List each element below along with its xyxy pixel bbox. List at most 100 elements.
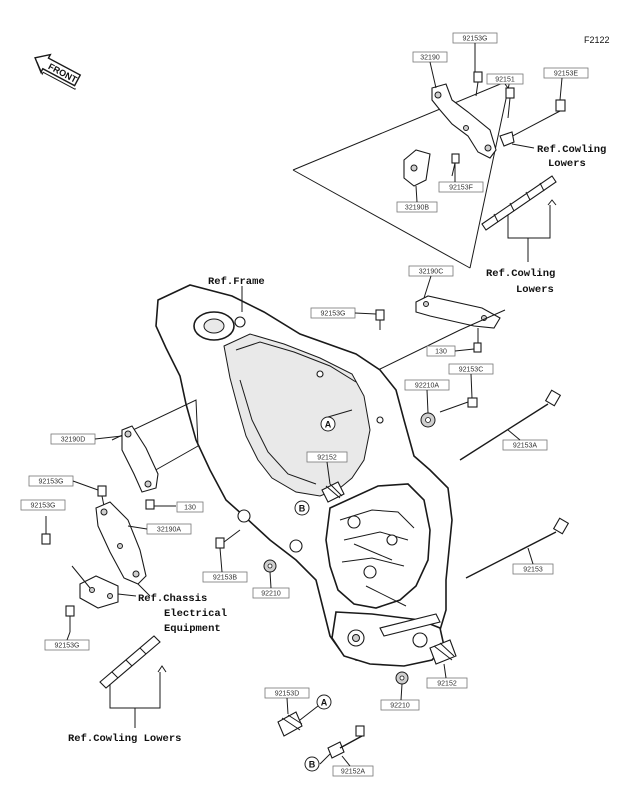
bracket-32190a: [95, 501, 147, 585]
ref-cowling-lowers-2-line1: Ref.Cowling: [486, 268, 555, 280]
svg-text:92210A: 92210A: [415, 383, 439, 390]
svg-text:92153C: 92153C: [459, 367, 484, 374]
svg-text:32190: 32190: [420, 55, 440, 62]
callout-a-1: A: [320, 416, 336, 432]
pn-92153b: 92153B: [202, 547, 248, 583]
main-frame: [155, 284, 453, 667]
pn-92153g-left2: 92153G: [20, 499, 66, 511]
bushing-92153d: [277, 711, 303, 737]
callout-a-2: A: [316, 694, 332, 710]
bolt-92153c: [439, 397, 478, 413]
callout-b-1: B: [294, 500, 310, 516]
pn-32190: 32190: [412, 51, 448, 89]
ref-chassis-line3: Equipment: [164, 623, 221, 635]
pn-92153g-mid: 92153G: [310, 307, 377, 319]
svg-text:32190B: 32190B: [405, 205, 429, 212]
bolt-92153g-left2: [41, 516, 51, 545]
ref-cowling-lowers-1-line2: Lowers: [548, 158, 586, 170]
washer-92210-b: [395, 671, 409, 685]
pn-130-left: 130: [176, 501, 204, 513]
svg-text:92153G: 92153G: [55, 643, 80, 650]
svg-text:92153E: 92153E: [554, 71, 578, 78]
bracket-32190: [431, 83, 497, 159]
bushing-92152-a: [321, 481, 345, 503]
pn-92152-b: 92152: [426, 663, 468, 689]
svg-text:A: A: [321, 698, 328, 708]
bracket-32190d: [121, 425, 159, 493]
svg-text:32190C: 32190C: [419, 269, 444, 276]
svg-text:92210: 92210: [261, 591, 281, 598]
rod-cowling-lowers: [481, 175, 557, 231]
pn-92153f: 92153F: [438, 163, 484, 193]
pn-92152-a: 92152: [306, 451, 348, 485]
diagram-code: F2122: [584, 35, 610, 45]
ref-frame: Ref.Frame: [208, 276, 265, 288]
svg-text:92152: 92152: [437, 681, 457, 688]
bolt-130-right: [473, 328, 482, 353]
pn-92153e: 92153E: [543, 67, 589, 101]
washer-92210-a: [263, 559, 277, 573]
pn-32190a: 32190A: [127, 523, 192, 535]
ref-chassis-line1: Ref.Chassis: [138, 593, 207, 605]
pn-92153: 92153: [512, 547, 554, 575]
svg-text:32190A: 32190A: [157, 527, 181, 534]
svg-text:92153F: 92153F: [449, 185, 473, 192]
pn-92153g-top: 92153G: [452, 32, 498, 72]
pn-92153g-left: 92153G: [28, 475, 99, 491]
bolt-92153b: [215, 529, 241, 549]
pn-92153g-bottom: 92153G: [44, 631, 90, 651]
ref-cowling-lowers-3: Ref.Cowling Lowers: [68, 733, 181, 745]
svg-text:32190D: 32190D: [61, 437, 86, 444]
pn-32190b: 32190B: [396, 185, 438, 213]
ref-cowling-lowers-2-line2: Lowers: [516, 284, 554, 296]
pn-92153c: 92153C: [448, 363, 494, 399]
svg-text:92153G: 92153G: [39, 479, 64, 486]
svg-text:130: 130: [184, 505, 196, 512]
svg-text:B: B: [309, 760, 316, 770]
svg-text:92153G: 92153G: [321, 311, 346, 318]
pn-92210-b: 92210: [380, 683, 420, 711]
bolt-92153g-left: [97, 485, 107, 507]
bolt-92153g-top: [473, 71, 483, 97]
svg-text:92153B: 92153B: [213, 575, 237, 582]
bolt-130-left: [145, 499, 176, 510]
svg-text:92152: 92152: [317, 455, 337, 462]
svg-text:92153A: 92153A: [513, 443, 537, 450]
nut-92210a: [420, 412, 436, 428]
pn-92210a: 92210A: [404, 379, 450, 414]
pn-92153a: 92153A: [502, 429, 548, 451]
svg-text:92152A: 92152A: [341, 769, 365, 776]
rod-cowling-lowers-left: [99, 635, 161, 689]
svg-text:92153G: 92153G: [463, 36, 488, 43]
bolt-92151: [505, 87, 515, 119]
pn-92152a: 92152A: [332, 755, 374, 777]
bushing-92152-b: [429, 639, 457, 665]
bracket-32190c: [415, 295, 501, 329]
bolt-92153e: [499, 99, 566, 147]
bracket-32190b: [403, 149, 431, 187]
pn-92153d: 92153D: [264, 687, 310, 715]
svg-text:92210: 92210: [390, 703, 410, 710]
bracket-chassis-electrical: [79, 575, 119, 609]
svg-text:92153: 92153: [523, 567, 543, 574]
bolt-92153: [465, 517, 570, 579]
callout-b-2: B: [304, 756, 320, 772]
pn-32190c: 32190C: [408, 265, 454, 299]
bolt-92153a: [459, 389, 562, 461]
bolt-92152a: [327, 725, 365, 759]
bolt-92153g-mid: [375, 309, 385, 330]
pn-92210-a: 92210: [252, 571, 290, 599]
svg-text:B: B: [299, 504, 306, 514]
svg-text:92151: 92151: [495, 77, 515, 84]
pn-92151: 92151: [486, 73, 524, 89]
svg-text:92153G: 92153G: [31, 503, 56, 510]
front-arrow-icon: FRONT: [34, 53, 82, 90]
pn-130-right: 130: [426, 345, 475, 357]
pn-32190d: 32190D: [50, 433, 123, 445]
svg-text:92153D: 92153D: [275, 691, 300, 698]
bolt-92153g-bottom: [65, 605, 75, 632]
ref-cowling-lowers-1-line1: Ref.Cowling: [537, 144, 606, 156]
ref-chassis-line2: Electrical: [164, 608, 227, 620]
